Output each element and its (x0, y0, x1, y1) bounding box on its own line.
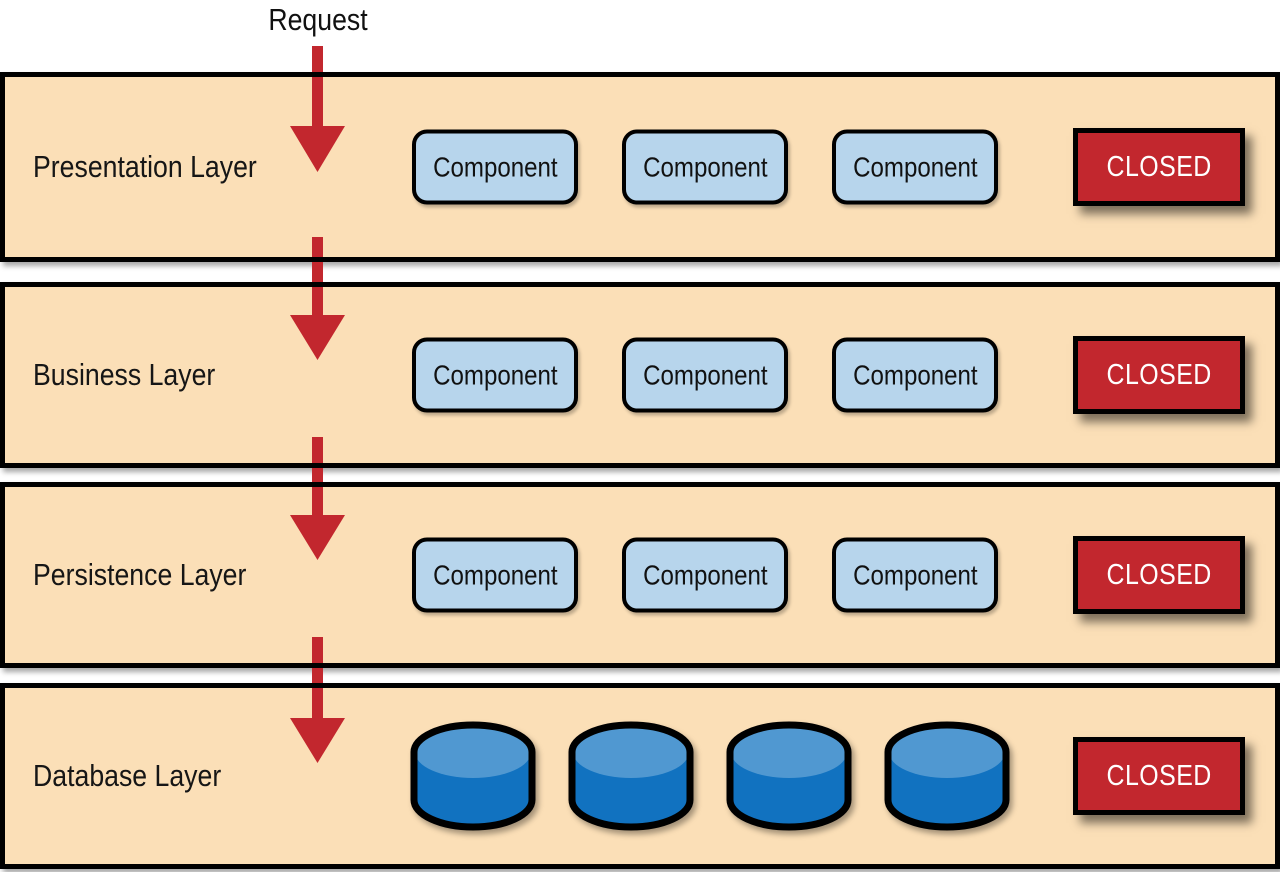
component-label: Component (432, 359, 558, 390)
component-box: Component (622, 129, 788, 205)
layer-database: Database Layer (0, 683, 1280, 869)
closed-badge: CLOSED (1073, 737, 1245, 815)
layer-business-title: Business Layer (33, 357, 245, 393)
component-label: Component (642, 151, 768, 182)
component-box: Component (832, 337, 998, 413)
component-label: Component (642, 359, 768, 390)
component-label: Component (852, 151, 978, 182)
component-box: Component (412, 129, 578, 205)
request-label: Request (260, 2, 375, 38)
closed-badge: CLOSED (1073, 128, 1245, 206)
layer-presentation: Presentation Layer Component Component C… (0, 72, 1280, 262)
closed-badge-label: CLOSED (1106, 358, 1212, 391)
layer-persistence-title: Persistence Layer (33, 557, 281, 593)
component-box: Component (622, 337, 788, 413)
component-label: Component (852, 559, 978, 590)
closed-badge-label: CLOSED (1106, 558, 1212, 591)
layer-business-title-text: Business Layer (33, 357, 216, 392)
component-label: Component (432, 151, 558, 182)
closed-badge-label: CLOSED (1106, 150, 1212, 183)
component-box: Component (412, 537, 578, 613)
layer-presentation-title-text: Presentation Layer (33, 149, 257, 184)
layer-persistence-title-text: Persistence Layer (33, 557, 247, 592)
closed-badge: CLOSED (1073, 336, 1245, 414)
layer-presentation-title: Presentation Layer (33, 149, 293, 185)
layer-database-title-text: Database Layer (33, 758, 222, 793)
layer-database-title: Database Layer (33, 758, 252, 794)
component-box: Component (832, 537, 998, 613)
component-box: Component (832, 129, 998, 205)
database-cylinder-icon (566, 720, 696, 832)
component-box: Component (412, 337, 578, 413)
database-cylinder-icon (724, 720, 854, 832)
component-label: Component (642, 559, 768, 590)
closed-badge: CLOSED (1073, 536, 1245, 614)
component-label: Component (852, 359, 978, 390)
database-cylinder-icon (882, 720, 1012, 832)
database-cylinder-icon (408, 720, 538, 832)
layer-persistence: Persistence Layer Component Component Co… (0, 482, 1280, 668)
component-label: Component (432, 559, 558, 590)
request-label-text: Request (268, 2, 368, 37)
component-box: Component (622, 537, 788, 613)
closed-badge-label: CLOSED (1106, 759, 1212, 792)
layer-business: Business Layer Component Component Compo… (0, 282, 1280, 468)
